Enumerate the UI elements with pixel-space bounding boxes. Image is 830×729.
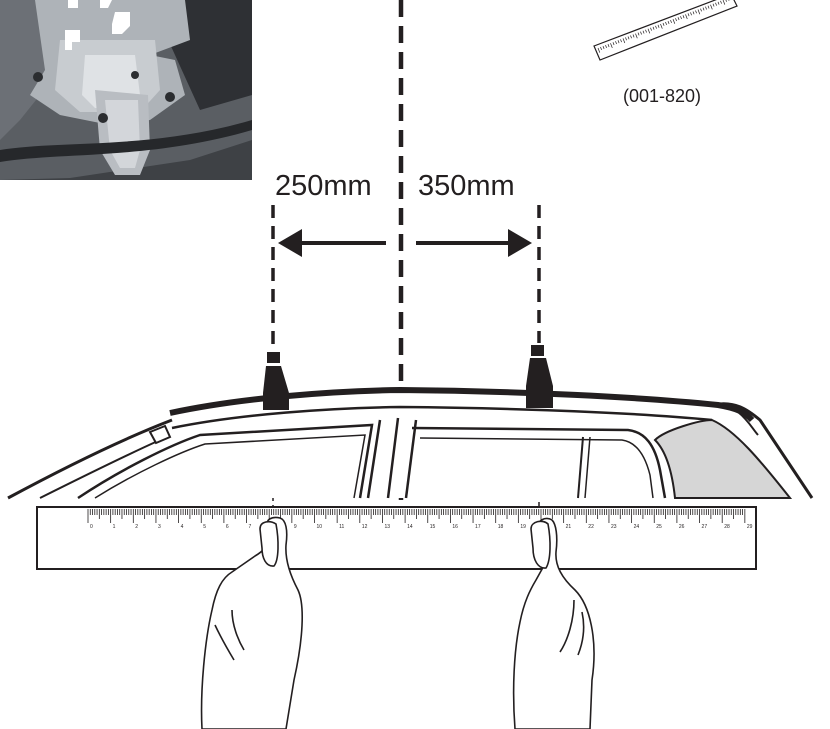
- mini-ruler-tick: [722, 0, 726, 5]
- mini-ruler-tick: [632, 34, 635, 38]
- mini-ruler-tick: [612, 42, 615, 46]
- mini-ruler-tick: [652, 26, 655, 30]
- front-rack-foot: [526, 345, 553, 408]
- mini-ruler-tick: [667, 20, 670, 24]
- ruler-number: 22: [588, 524, 594, 530]
- mini-ruler-tick: [672, 19, 676, 24]
- mini-ruler-tick: [645, 29, 647, 33]
- mini-ruler-tick: [622, 38, 626, 44]
- mini-ruler-tick: [650, 27, 652, 31]
- mini-ruler-tick: [647, 28, 651, 34]
- mini-ruler-tick: [602, 45, 605, 49]
- mini-ruler-tick: [662, 22, 665, 26]
- mini-ruler-tick: [615, 41, 617, 45]
- mini-ruler-tick: [692, 11, 695, 15]
- front-distance-arrow: [416, 229, 532, 257]
- ruler-number: 24: [634, 524, 640, 530]
- mini-ruler-tick: [700, 8, 702, 12]
- mini-ruler-tick: [635, 33, 638, 39]
- right-hand: [512, 517, 595, 729]
- mini-ruler-tick: [655, 25, 657, 29]
- mini-ruler-tick: [717, 1, 720, 5]
- mini-ruler-tick: [680, 16, 682, 20]
- mini-ruler-tick: [690, 12, 692, 16]
- ruler-number: 1: [113, 524, 116, 530]
- ruler-number: 12: [362, 524, 368, 530]
- ruler-number: 18: [498, 524, 504, 530]
- ruler-icon: [593, 0, 738, 61]
- rear-rack-foot: [263, 352, 289, 410]
- mini-ruler-tick: [607, 44, 610, 48]
- ruler-number: 11: [339, 524, 344, 530]
- mini-ruler-tick: [670, 19, 672, 24]
- mini-ruler-tick: [728, 0, 730, 1]
- mini-ruler-tick: [605, 44, 607, 49]
- ruler-number: 28: [724, 524, 730, 530]
- mini-ruler-tick: [657, 24, 660, 28]
- ruler-number: 10: [317, 524, 323, 530]
- mini-ruler-tick: [610, 43, 613, 48]
- mini-ruler-tick: [702, 7, 705, 11]
- ruler-number: 15: [430, 524, 436, 530]
- mini-ruler-tick: [597, 47, 601, 53]
- mini-ruler-tick: [660, 23, 663, 29]
- mini-ruler-tick: [620, 39, 622, 43]
- rear-distance-arrow: [278, 229, 386, 257]
- mini-ruler-tick: [600, 46, 602, 50]
- ruler-number: 26: [679, 524, 685, 530]
- rear-offset-label: 250mm: [275, 170, 372, 202]
- mini-ruler-tick: [710, 4, 713, 10]
- mini-ruler-tick: [625, 37, 627, 41]
- mini-ruler-tick: [695, 10, 697, 14]
- ruler-number: 2: [135, 524, 138, 530]
- car-roof-outline: [7, 386, 814, 500]
- mini-ruler-tick: [642, 30, 645, 34]
- ruler-number: 29: [747, 524, 753, 530]
- mini-ruler-tick: [637, 32, 640, 36]
- ruler-number: 14: [407, 524, 413, 530]
- ruler-number: 9: [294, 524, 297, 530]
- mini-ruler-tick: [715, 2, 717, 6]
- ruler-number: 27: [702, 524, 708, 530]
- mini-ruler-tick: [630, 35, 632, 39]
- ruler-number: 6: [226, 524, 229, 530]
- mini-ruler-tick: [685, 14, 688, 20]
- ruler-number: 4: [181, 524, 184, 530]
- mini-ruler-tick: [677, 17, 680, 21]
- mini-ruler-tick: [640, 31, 642, 35]
- mini-ruler-tick: [627, 36, 630, 40]
- ruler-number: 7: [249, 524, 252, 530]
- ruler-number: 19: [520, 524, 526, 530]
- mini-ruler-tick: [617, 40, 620, 44]
- ruler-number: 13: [384, 524, 390, 530]
- front-offset-label: 350mm: [418, 170, 515, 202]
- measuring-ruler: 0123456789101112131415161718192021222324…: [36, 506, 757, 570]
- ruler-number: 3: [158, 524, 161, 530]
- mini-ruler-tick: [697, 9, 701, 15]
- mini-ruler-tick: [707, 5, 710, 9]
- ruler-number: 25: [656, 524, 662, 530]
- foot-pad-photo: [0, 0, 252, 180]
- ruler-number: 16: [452, 524, 458, 530]
- mini-ruler-tick: [725, 0, 727, 2]
- mini-ruler-tick: [720, 0, 722, 4]
- ruler-number: 23: [611, 524, 617, 530]
- mini-ruler-tick: [705, 6, 707, 10]
- ruler-number: 17: [475, 524, 481, 530]
- left-hand: [200, 516, 304, 729]
- mini-ruler-tick: [665, 21, 667, 25]
- mini-ruler-tick: [712, 3, 715, 7]
- mini-ruler-tick: [682, 15, 685, 19]
- ruler-number: 0: [90, 524, 93, 530]
- ruler-number: 5: [203, 524, 206, 530]
- ruler-number: 21: [566, 524, 572, 530]
- part-number-label: (001-820): [623, 86, 702, 106]
- mini-ruler-tick: [675, 18, 677, 22]
- mini-ruler-tick: [687, 13, 690, 17]
